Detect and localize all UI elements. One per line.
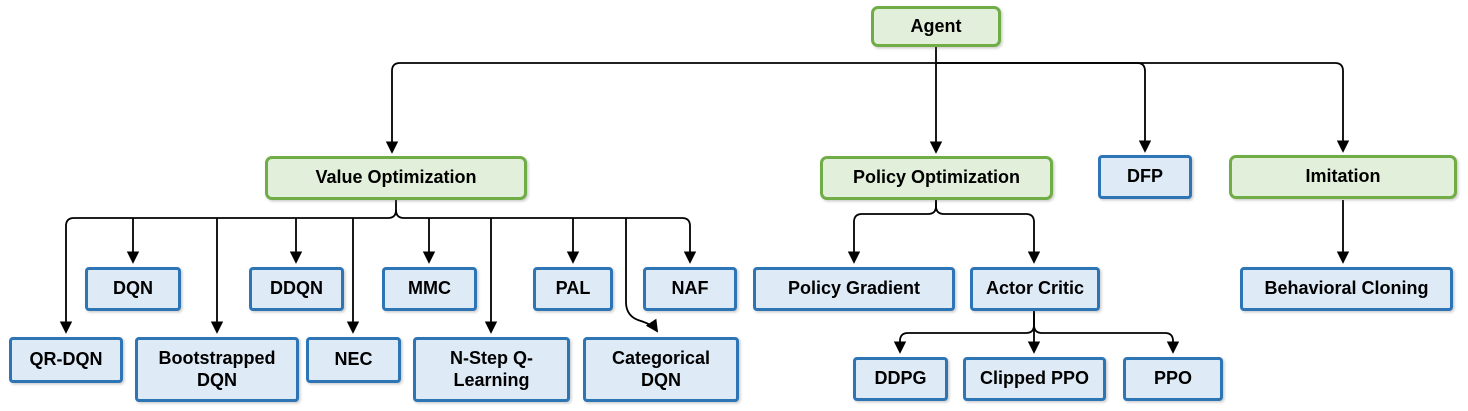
node-n-step-q-learning: N-Step Q-Learning	[413, 337, 570, 402]
node-imitation: Imitation	[1229, 155, 1457, 199]
node-dqn: DQN	[85, 267, 181, 311]
node-policy-optimization: Policy Optimization	[820, 156, 1053, 200]
node-agent: Agent	[871, 6, 1001, 47]
node-nec-label: NEC	[334, 349, 373, 370]
node-dfp-label: DFP	[1127, 166, 1163, 187]
edge-actor-critic-ppo	[1033, 311, 1180, 354]
node-ppo-label: PPO	[1153, 368, 1192, 389]
edge-value-optimization-naf	[395, 209, 697, 264]
node-value-optimization: Value Optimization	[265, 156, 527, 200]
edge-value-optimization-categorical-dqn	[625, 218, 659, 333]
node-nec: NEC	[306, 337, 401, 383]
node-clipped-ppo-label: Clipped PPO	[979, 368, 1089, 389]
node-ddpg-label: DDPG	[874, 368, 927, 389]
node-ppo: PPO	[1123, 357, 1223, 401]
node-value-optimization-label: Value Optimization	[315, 167, 477, 188]
node-policy-gradient-label: Policy Gradient	[787, 278, 921, 299]
node-categorical-dqn: Categorical DQN	[583, 337, 739, 402]
node-behavioral-cloning: Behavioral Cloning	[1240, 267, 1453, 311]
node-qr-dqn-label: QR-DQN	[29, 349, 103, 370]
edge-actor-critic-ddpg	[893, 311, 1035, 354]
node-naf-label: NAF	[671, 278, 709, 299]
node-policy-optimization-label: Policy Optimization	[852, 167, 1021, 188]
node-mmc: MMC	[382, 267, 477, 311]
node-ddqn: DDQN	[249, 267, 344, 311]
edge-policy-optimization-policy-gradient	[847, 200, 937, 264]
node-n-step-q-learning-label: N-Step Q-Learning	[450, 347, 533, 390]
node-dfp: DFP	[1098, 155, 1192, 199]
node-categorical-dqn-label: Categorical DQN	[611, 347, 711, 390]
edge-policy-optimization-actor-critic	[935, 200, 1041, 264]
node-dqn-label: DQN	[113, 278, 153, 299]
edge-agent-imitation	[936, 62, 1350, 153]
node-mmc-label: MMC	[408, 278, 451, 299]
node-pal-label: PAL	[555, 278, 591, 299]
node-agent-label: Agent	[910, 15, 962, 36]
node-naf: NAF	[643, 267, 737, 311]
node-ddqn-label: DDQN	[270, 278, 323, 299]
node-qr-dqn: QR-DQN	[9, 337, 123, 383]
node-pal: PAL	[533, 267, 613, 311]
node-actor-critic-label: Actor Critic	[985, 278, 1084, 299]
node-bootstrapped-dqn: Bootstrapped DQN	[135, 337, 299, 402]
node-bootstrapped-dqn-label: Bootstrapped DQN	[158, 347, 276, 390]
edge-agent-value-optimization	[385, 62, 936, 154]
node-clipped-ppo: Clipped PPO	[963, 357, 1106, 401]
edge-value-optimization-qr-dqn	[59, 200, 397, 334]
node-policy-gradient: Policy Gradient	[753, 267, 955, 311]
node-ddpg: DDPG	[853, 357, 948, 401]
node-actor-critic: Actor Critic	[970, 267, 1100, 311]
edge-agent-dfp	[936, 62, 1152, 153]
node-imitation-label: Imitation	[1305, 166, 1381, 187]
node-behavioral-cloning-label: Behavioral Cloning	[1264, 278, 1429, 299]
